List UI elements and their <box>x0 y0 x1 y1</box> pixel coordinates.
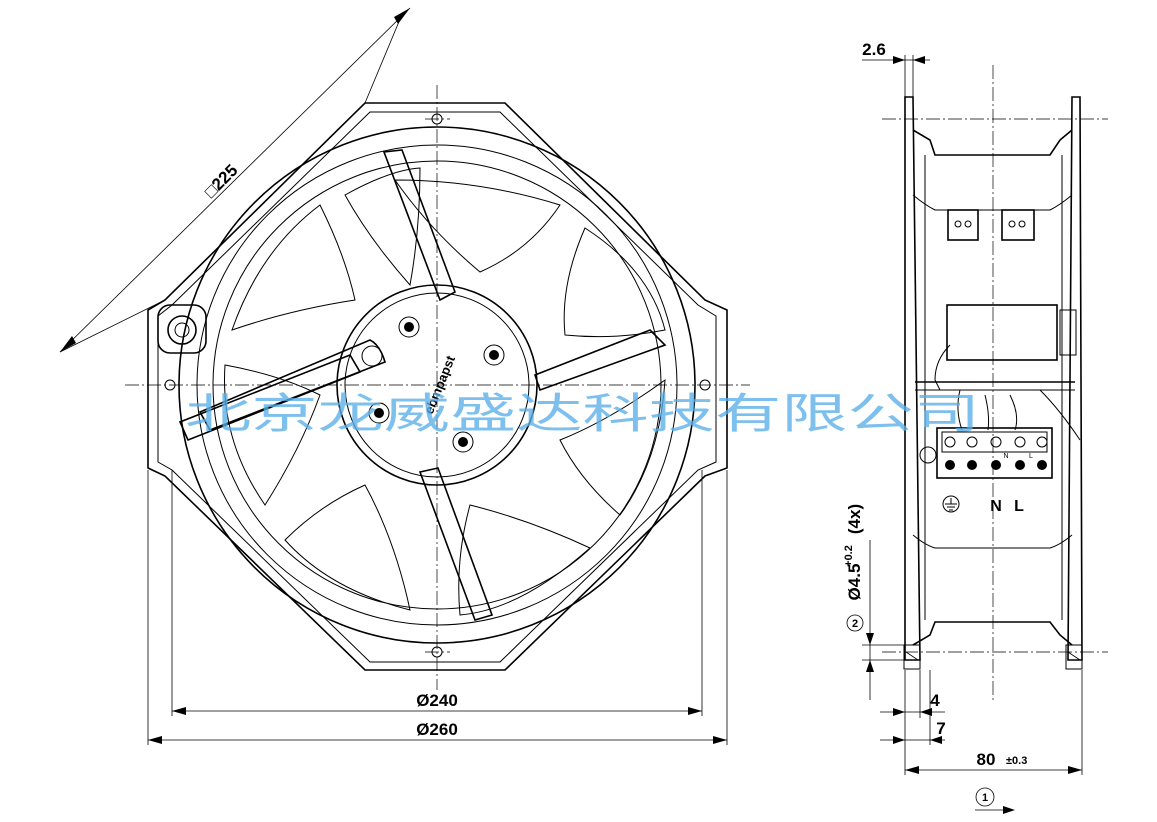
terminal-l-small: L <box>1029 453 1033 460</box>
airflow-direction: 1 <box>975 787 1015 814</box>
fan-housing-outline <box>147 102 728 671</box>
diameter-dimensions: Ø240 Ø260 <box>147 470 728 745</box>
terminal-neutral-label: N <box>990 498 1002 515</box>
square-dim-label: □225 <box>201 161 242 202</box>
grounding-lug <box>157 304 207 354</box>
hub-screws <box>368 316 505 453</box>
diameter-260-label: Ø260 <box>416 720 458 739</box>
terminal-block: N L <box>919 427 1053 479</box>
square-dimension: □225 <box>59 7 411 353</box>
dim-4-label: 4 <box>930 691 940 710</box>
airflow-marker-label: 1 <box>982 792 988 804</box>
side-housing-top <box>912 129 1073 156</box>
company-watermark: 北京龙威盛达科技有限公司 <box>185 389 980 438</box>
depth-label: 80 <box>977 750 996 769</box>
capacitor <box>946 304 1058 361</box>
front-flange <box>904 96 921 661</box>
hole-count-label: (4x) <box>845 504 864 534</box>
ground-icon <box>942 495 960 513</box>
hole-diameter-label: Ø4.5 <box>845 564 864 601</box>
hole-tolerance-label: +0.2 <box>843 545 855 567</box>
depth-tolerance-label: ±0.3 <box>1006 755 1027 767</box>
side-view: N L N L 2.6 <box>843 40 1108 814</box>
hole-note-marker: 2 <box>852 618 858 630</box>
hole-note: 2 Ø4.5 +0.2 (4x) <box>843 504 905 700</box>
flange-thickness-label: 2.6 <box>862 40 886 59</box>
flange-thickness-dimension: 2.6 <box>862 40 930 97</box>
terminal-n-small: N <box>1003 453 1008 460</box>
front-view: ebmpapst □225 <box>59 7 750 745</box>
side-housing-bottom <box>912 621 1073 646</box>
dim-7-label: 7 <box>936 719 945 738</box>
rear-flange <box>1067 96 1083 661</box>
terminal-live-label: L <box>1014 498 1024 515</box>
offset-dimensions: 4 7 <box>880 670 946 775</box>
diameter-240-label: Ø240 <box>416 691 458 710</box>
depth-dimension: 80 ±0.3 <box>905 670 1083 775</box>
